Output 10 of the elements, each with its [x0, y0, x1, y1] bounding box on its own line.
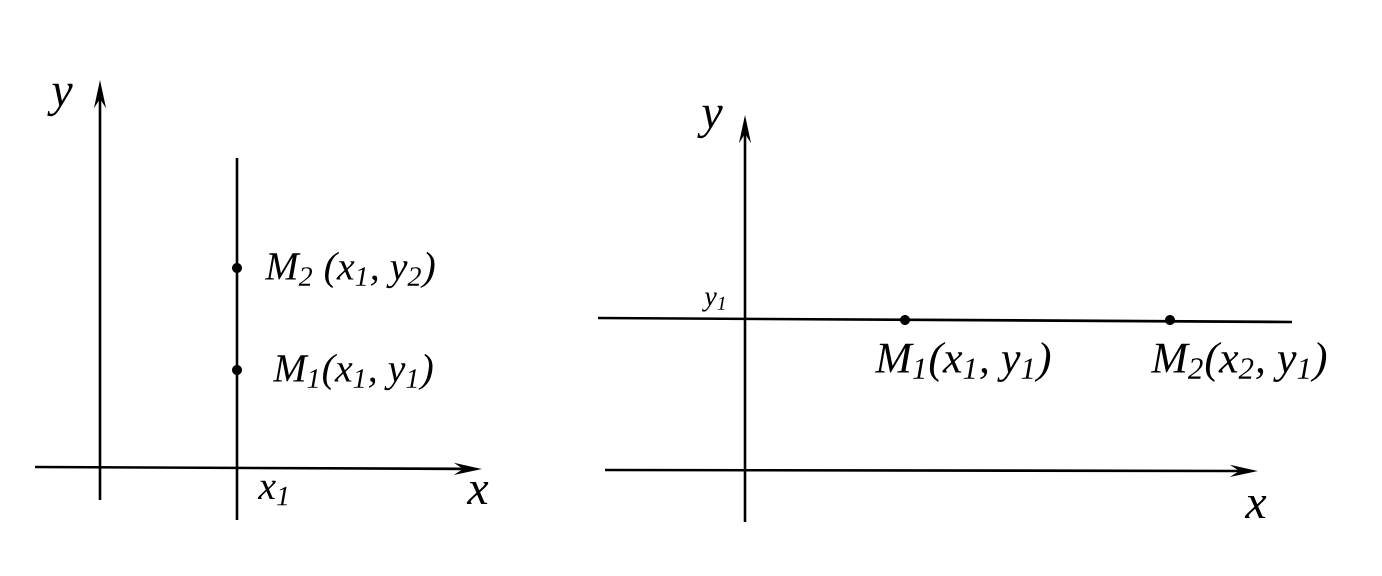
point-label: M$_{2}$ (x$_{1}$, y$_{2}$) — [264, 251, 435, 289]
axis-label: y — [697, 105, 723, 139]
tick-label: x$_{1}$ — [257, 480, 288, 506]
point-label: M$_{2}$(x$_{2}$, y$_{1}$) — [1150, 342, 1327, 382]
tick-label: y$_{1}$ — [702, 292, 725, 312]
axis-label: y — [47, 83, 73, 117]
point-label: M$_{1}$(x$_{1}$, y$_{1}$) — [272, 353, 433, 391]
axis-label: x — [466, 482, 489, 504]
point-label: M$_{1}$(x$_{1}$, y$_{1}$) — [874, 342, 1051, 382]
axis-label: x — [1244, 496, 1267, 518]
